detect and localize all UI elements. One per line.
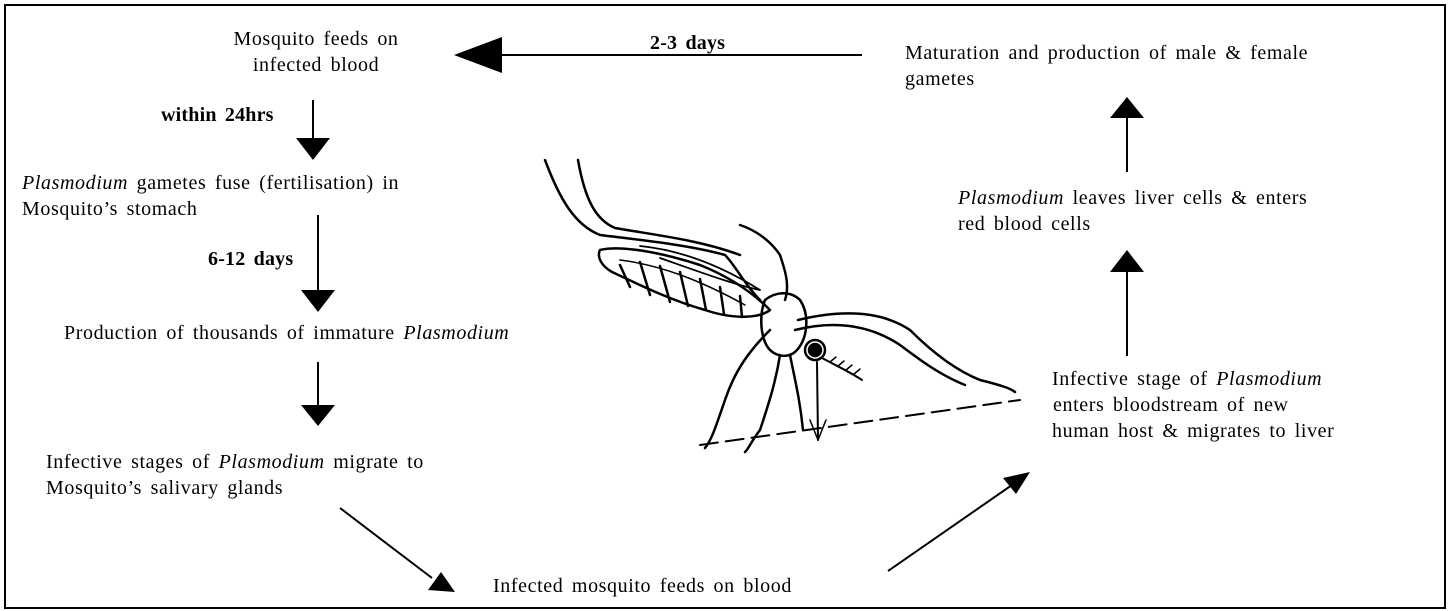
stage-maturation-line-1: Maturation and production of male & fema… <box>905 40 1308 66</box>
duration-6-12-days: 6-12 days <box>208 246 293 272</box>
stage-migrate-salivary: Infective stages of Plasmodium migrate t… <box>46 449 424 501</box>
plasmodium-term: Plasmodium <box>1216 368 1322 390</box>
plasmodium-term: Plasmodium <box>958 187 1064 209</box>
duration-within-24hrs: within 24hrs <box>161 102 274 128</box>
stage-enters-line-3: human host & migrates to liver <box>1052 418 1334 444</box>
stage-feeds-infected-blood: Mosquito feeds on infected blood <box>196 26 436 78</box>
stage-maturation-gametes: Maturation and production of male & fema… <box>905 40 1308 92</box>
stage-leaves-line-1: Plasmodium leaves liver cells & enters <box>958 185 1307 211</box>
stage-infected-feeds-blood: Infected mosquito feeds on blood <box>493 573 792 599</box>
stage-enters-bloodstream: Infective stage of Plasmodium Plasmodium… <box>1052 366 1334 444</box>
migrate-pre: Infective stages of <box>46 451 219 473</box>
leaves-text: leaves liver cells & enters <box>1064 187 1307 209</box>
stage-migrate-line-2: Mosquito’s salivary glands <box>46 475 424 501</box>
stage-production-immature: Production of thousands of immature Plas… <box>64 320 509 346</box>
stage-leaves-liver: Plasmodium leaves liver cells & enters r… <box>958 185 1307 237</box>
fuse-text: gametes fuse (fertilisation) in <box>128 172 399 194</box>
plasmodium-term: Plasmodium <box>22 172 128 194</box>
enters-line-2-text: enters bloodstream of new <box>1053 394 1289 416</box>
stage-leaves-line-2: red blood cells <box>958 211 1307 237</box>
plasmodium-term: Plasmodium <box>403 322 509 344</box>
production-text: Production of thousands of immature <box>64 322 403 344</box>
stage-fuse-line-2: Mosquito’s stomach <box>22 196 399 222</box>
enters-pre: Infective stage of <box>1052 368 1216 390</box>
plasmodium-term: Plasmodium <box>219 451 325 473</box>
stage-fuse-line-1: Plasmodium gametes fuse (fertilisation) … <box>22 170 399 196</box>
stage-migrate-line-1: Infective stages of Plasmodium migrate t… <box>46 449 424 475</box>
migrate-post: migrate to <box>325 451 424 473</box>
duration-2-3-days: 2-3 days <box>650 30 725 56</box>
stage-maturation-line-2: gametes <box>905 66 1308 92</box>
stage-feeds-line-2: infected blood <box>196 52 436 78</box>
stage-feeds-line-1: Mosquito feeds on <box>196 26 436 52</box>
stage-enters-line-1: Infective stage of Plasmodium <box>1052 366 1334 392</box>
stage-gametes-fuse: Plasmodium gametes fuse (fertilisation) … <box>22 170 399 222</box>
